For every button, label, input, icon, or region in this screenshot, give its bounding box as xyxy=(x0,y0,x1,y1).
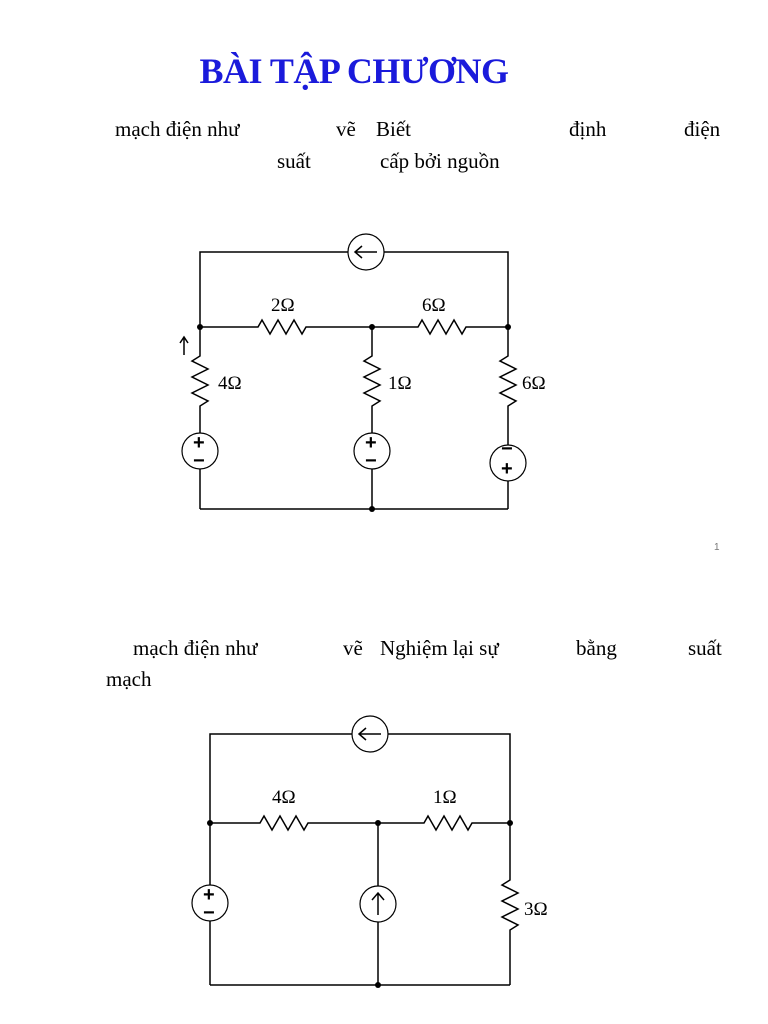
text-fragment: mạch điện như xyxy=(115,117,240,141)
node-dot xyxy=(197,324,203,330)
text-fragment: Nghiệm lại sự xyxy=(380,636,499,660)
text-fragment: định xyxy=(569,117,607,141)
resistor-label: 4Ω xyxy=(218,373,242,394)
node-dot xyxy=(505,324,511,330)
voltage-source: + − xyxy=(181,432,219,472)
circuit-1: + − + − − + 2Ω 6Ω 4Ω 1Ω 6Ω xyxy=(179,233,546,512)
right-branch xyxy=(500,823,520,985)
text-fragment: điện xyxy=(684,117,721,141)
resistor-label: 3Ω xyxy=(524,899,548,920)
arrow-up-icon xyxy=(179,335,189,355)
resistor-label: 6Ω xyxy=(522,373,546,394)
middle-wire xyxy=(210,814,510,832)
resistor-label: 1Ω xyxy=(433,787,457,808)
node-dot xyxy=(375,982,381,988)
current-source xyxy=(351,715,389,753)
svg-text:+: + xyxy=(193,432,205,454)
resistor-label: 6Ω xyxy=(422,295,446,316)
text-fragment: vẽ xyxy=(336,117,356,141)
resistor-label: 4Ω xyxy=(272,787,296,808)
svg-text:+: + xyxy=(203,884,215,906)
circuit-2: + − 4Ω 1Ω 3Ω xyxy=(191,715,548,988)
arrow-up-icon xyxy=(371,891,385,915)
node-dot xyxy=(507,820,513,826)
node-dot xyxy=(207,820,213,826)
top-wire xyxy=(199,251,509,327)
node-dot xyxy=(369,324,375,330)
page-number: 1 xyxy=(714,542,720,553)
middle-branch xyxy=(362,327,382,433)
text-fragment: suất xyxy=(277,149,311,173)
arrow-left-icon xyxy=(353,245,377,259)
current-source xyxy=(359,885,397,923)
svg-text:−: − xyxy=(203,902,215,924)
node-dot xyxy=(375,820,381,826)
svg-text:+: + xyxy=(365,432,377,454)
svg-text:−: − xyxy=(193,450,205,472)
middle-wire xyxy=(200,318,508,336)
text-fragment: mạch điện như xyxy=(133,636,258,660)
svg-text:−: − xyxy=(365,450,377,472)
text-fragment: mạch xyxy=(106,667,152,691)
current-source xyxy=(347,233,385,271)
text-fragment: vẽ xyxy=(343,636,363,660)
top-wire xyxy=(209,733,511,823)
voltage-source: + − xyxy=(353,432,391,472)
left-branch xyxy=(190,327,210,433)
text-fragment: Biết xyxy=(376,117,411,141)
resistor-label: 2Ω xyxy=(271,295,295,316)
text-fragment: suất xyxy=(688,636,722,660)
right-branch xyxy=(498,327,518,445)
svg-text:+: + xyxy=(501,458,513,480)
node-dot xyxy=(369,506,375,512)
text-fragment: cấp bởi nguồn xyxy=(380,149,500,173)
page-title: BÀI TẬP CHƯƠNG xyxy=(199,51,509,91)
text-fragment: bằng xyxy=(576,636,617,660)
resistor-label: 1Ω xyxy=(388,373,412,394)
svg-text:−: − xyxy=(501,438,513,460)
voltage-source: − + xyxy=(489,438,527,482)
voltage-source: + − xyxy=(191,884,229,924)
arrow-left-icon xyxy=(357,727,381,741)
